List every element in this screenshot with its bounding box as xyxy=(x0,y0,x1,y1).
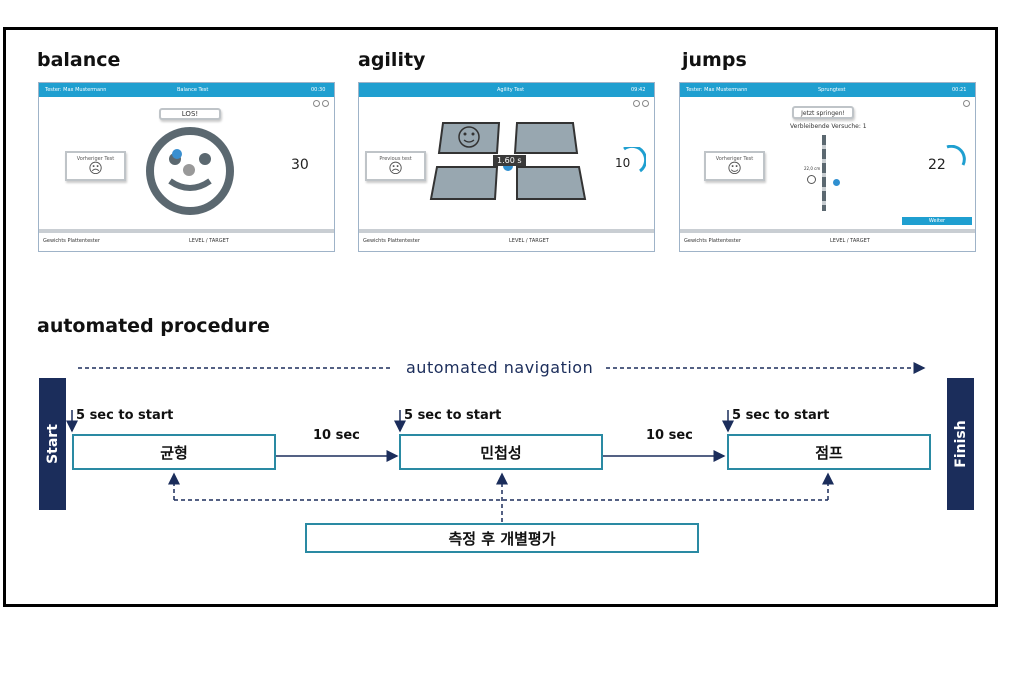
previous-test-label: Vorheriger Test xyxy=(715,156,754,162)
level-target-label: LEVEL / TARGET xyxy=(189,238,229,244)
figure-frame xyxy=(3,27,998,607)
countdown-label-3: 5 sec to start xyxy=(732,408,830,423)
app-footer: Gewichts Plattentester LEVEL / TARGET xyxy=(359,229,654,251)
start-bar: Start xyxy=(39,378,66,510)
control-icon[interactable] xyxy=(963,100,970,107)
finish-label: Finish xyxy=(952,420,969,468)
jumps-heading: jumps xyxy=(682,49,747,71)
previous-test-card[interactable]: Previous test ☹ xyxy=(365,151,426,181)
jump-height-scale xyxy=(822,135,826,211)
previous-test-label: Previous test xyxy=(379,156,412,162)
time-label: 00:30 xyxy=(311,87,326,93)
test-title: Balance Test xyxy=(177,87,209,93)
gap-label-2: 10 sec xyxy=(646,428,693,443)
remaining-tries: Verbleibende Versuche: 1 xyxy=(790,123,867,130)
footer-label: Gewichts Plattentester xyxy=(43,238,100,244)
jumper-face-icon xyxy=(807,175,816,184)
time-label: 00:21 xyxy=(952,87,967,93)
score-value: 30 xyxy=(291,157,309,173)
position-marker xyxy=(833,179,840,186)
timer-badge: 1.60 s xyxy=(493,155,526,166)
countdown-label-1: 5 sec to start xyxy=(76,408,174,423)
individual-evaluation-box: 측정 후 개별평가 xyxy=(305,523,699,553)
app-footer: Gewichts Plattentester LEVEL / TARGET xyxy=(39,229,334,251)
sad-face-icon: ☹ xyxy=(388,161,403,177)
countdown-label-2: 5 sec to start xyxy=(404,408,502,423)
height-label: 22,0 cm xyxy=(804,166,821,171)
finish-bar: Finish xyxy=(947,378,974,510)
level-target-label: LEVEL / TARGET xyxy=(830,238,870,244)
progress-arc xyxy=(623,147,646,173)
step-balance: 균형 xyxy=(72,434,276,470)
app-title-bar: Agility Test 09:42 xyxy=(359,83,654,97)
previous-test-card[interactable]: Vorheriger Test ☺ xyxy=(704,151,765,181)
los-banner: LOS! xyxy=(159,108,221,120)
control-icon[interactable] xyxy=(322,100,329,107)
score-value: 10 xyxy=(615,156,631,170)
app-footer: Gewichts Plattentester LEVEL / TARGET xyxy=(680,229,975,251)
agility-screenshot: Agility Test 09:42 Previous test ☹ 1.60 … xyxy=(358,82,655,252)
app-title-bar: Tester: Max Mustermann Balance Test 00:3… xyxy=(39,83,334,97)
jumps-screenshot: Tester: Max Mustermann Sprungtest 00:21 … xyxy=(679,82,976,252)
balance-heading: balance xyxy=(37,49,121,71)
test-title: Agility Test xyxy=(497,87,525,93)
tester-label: Tester: Max Mustermann xyxy=(45,87,107,93)
score-value: 22 xyxy=(928,157,946,173)
balance-screenshot: Tester: Max Mustermann Balance Test 00:3… xyxy=(38,82,335,252)
procedure-heading: automated procedure xyxy=(37,315,270,337)
previous-test-card[interactable]: Vorheriger Test ☹ xyxy=(65,151,126,181)
tester-label: Tester: Max Mustermann xyxy=(686,87,748,93)
step-jumps: 점프 xyxy=(727,434,931,470)
test-title: Sprungtest xyxy=(818,87,846,93)
jump-prompt: Jetzt springen! xyxy=(792,106,854,119)
next-button[interactable]: Weiter xyxy=(902,217,972,225)
control-icon[interactable] xyxy=(633,100,640,107)
step-agility: 민첩성 xyxy=(399,434,603,470)
start-label: Start xyxy=(44,424,61,464)
control-icon[interactable] xyxy=(642,100,649,107)
footer-label: Gewichts Plattentester xyxy=(684,238,741,244)
happy-face-icon: ☺ xyxy=(727,161,742,177)
progress-arc xyxy=(946,145,966,166)
sad-face-icon: ☹ xyxy=(88,161,103,177)
footer-label: Gewichts Plattentester xyxy=(363,238,420,244)
agility-heading: agility xyxy=(358,49,426,71)
gap-label-1: 10 sec xyxy=(313,428,360,443)
balance-smiley-target xyxy=(146,127,234,215)
control-icon[interactable] xyxy=(313,100,320,107)
level-target-label: LEVEL / TARGET xyxy=(509,238,549,244)
previous-test-label: Vorheriger Test xyxy=(76,156,115,162)
time-label: 09:42 xyxy=(631,87,646,93)
automated-navigation-label: automated navigation xyxy=(400,358,600,377)
app-title-bar: Tester: Max Mustermann Sprungtest 00:21 xyxy=(680,83,975,97)
